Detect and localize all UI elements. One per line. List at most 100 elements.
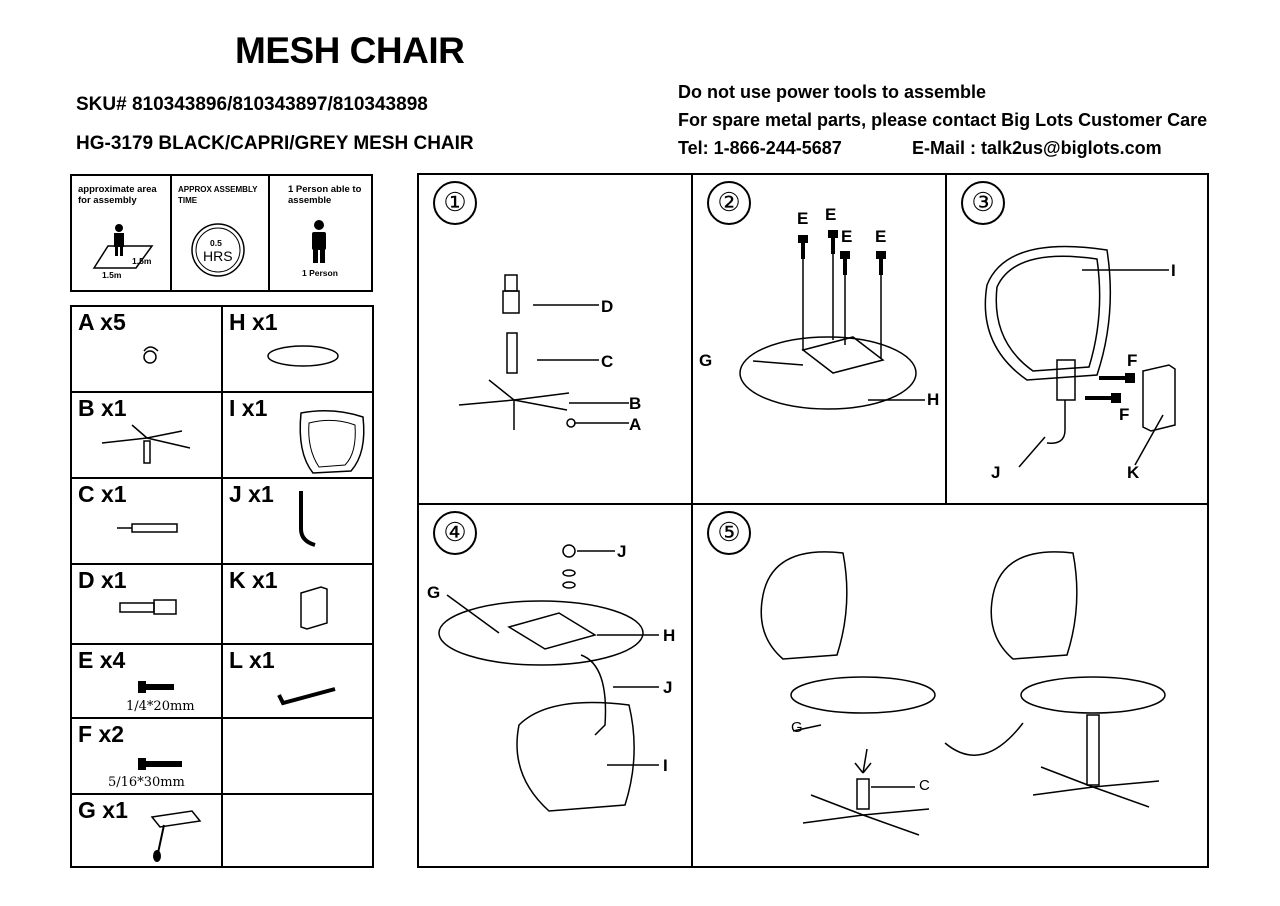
mechanism-icon xyxy=(150,810,202,862)
step-5: ⑤ G C xyxy=(693,505,1207,866)
label-j: J xyxy=(617,542,627,561)
part-label: E x4 xyxy=(78,647,126,673)
part-label: H x1 xyxy=(229,309,278,335)
step-2-illustration xyxy=(739,230,925,410)
step-5-illustration xyxy=(760,551,1166,836)
backrest-icon xyxy=(299,410,365,474)
part-size: 5/16*30mm xyxy=(108,775,185,790)
label-b: B xyxy=(629,394,642,413)
part-cell-b: B x1 xyxy=(72,393,223,479)
step-1: ① D C B A xyxy=(419,175,693,505)
label-g: G xyxy=(791,719,803,736)
caster-icon xyxy=(143,346,159,364)
part-label: L x1 xyxy=(229,647,275,673)
step-3-illustration xyxy=(984,245,1176,468)
label-f: F xyxy=(1119,405,1130,424)
spare-parts-note: For spare metal parts, please contact Bi… xyxy=(678,110,1208,130)
back-bracket-icon xyxy=(299,491,316,547)
part-label: G x1 xyxy=(78,797,128,823)
part-cell-f: F x2 5/16*30mm xyxy=(72,719,223,795)
step-2: ② E E E E G H xyxy=(693,175,947,505)
label-e: E xyxy=(841,227,853,246)
step-number: ⑤ xyxy=(707,511,751,555)
part-cell-empty-2 xyxy=(223,795,372,866)
part-label: B x1 xyxy=(78,395,127,421)
label-e: E xyxy=(797,209,809,228)
part-label: D x1 xyxy=(78,567,127,593)
area-person-icon xyxy=(92,224,154,269)
label-k: K xyxy=(1127,463,1140,482)
label-h: H xyxy=(663,626,676,645)
sku-line: SKU# 810343896/810343897/810343898 xyxy=(76,94,428,115)
bolt-f-icon xyxy=(138,758,182,770)
model-line: HG-3179 BLACK/CAPRI/GREY MESH CHAIR xyxy=(76,133,474,154)
parts-list: A x5 H x1 B x1 I x1 C x1 xyxy=(70,305,374,868)
area-label: approximate area for assembly xyxy=(78,184,157,206)
area-box: approximate area for assembly 1.5m 1.5m xyxy=(72,176,172,290)
step-number: ① xyxy=(433,181,477,225)
clock-icon xyxy=(191,223,245,277)
step-1-illustration xyxy=(458,274,629,430)
step-4: ④ J G H J I xyxy=(419,505,693,866)
assembly-steps: ① D C B A ② xyxy=(417,173,1209,868)
part-cell-d: D x1 xyxy=(72,565,223,645)
gas-lift-icon xyxy=(117,523,178,533)
area-dim-2: 1.5m xyxy=(102,270,122,280)
label-a: A xyxy=(629,415,642,434)
step-number: ② xyxy=(707,181,751,225)
time-label: APPROX ASSEMBLY TIME xyxy=(178,185,258,205)
person-value: 1 Person xyxy=(302,268,338,278)
part-cell-empty-1 xyxy=(223,719,372,795)
step-number: ④ xyxy=(433,511,477,555)
label-c: C xyxy=(601,352,614,371)
bracket-cover-icon xyxy=(300,586,328,630)
part-label: C x1 xyxy=(78,481,127,507)
step-3: ③ I F F J K xyxy=(947,175,1207,505)
bolt-e-icon xyxy=(138,681,174,693)
part-cell-j: J x1 xyxy=(223,479,372,565)
time-box: APPROX ASSEMBLY TIME 0.5 HRS xyxy=(172,176,270,290)
label-e: E xyxy=(825,205,837,224)
label-i: I xyxy=(1171,261,1176,280)
part-label: I x1 xyxy=(229,395,268,421)
part-cell-k: K x1 xyxy=(223,565,372,645)
part-label: A x5 xyxy=(78,309,126,335)
part-cell-e: E x4 1/4*20mm xyxy=(72,645,223,719)
label-g: G xyxy=(427,583,441,602)
part-label: J x1 xyxy=(229,481,274,507)
step-4-illustration xyxy=(438,544,659,812)
step-number: ③ xyxy=(961,181,1005,225)
area-dim-1: 1.5m xyxy=(132,256,152,266)
part-cell-i: I x1 xyxy=(223,393,372,479)
power-tools-note: Do not use power tools to assemble xyxy=(678,82,987,102)
seat-icon xyxy=(267,345,339,367)
label-j: J xyxy=(991,463,1001,482)
label-e: E xyxy=(875,227,887,246)
time-value: 0.5 xyxy=(210,238,222,248)
page-title: MESH CHAIR xyxy=(235,30,465,71)
allen-key-icon xyxy=(277,687,336,706)
telephone: Tel: 1-866-244-5687 xyxy=(678,138,842,158)
part-cell-a: A x5 xyxy=(72,307,223,393)
part-cell-g: G x1 xyxy=(72,795,223,866)
assembly-info-boxes: approximate area for assembly 1.5m 1.5m … xyxy=(70,174,373,292)
person-label: 1 Person able to assemble xyxy=(288,184,362,206)
cover-icon xyxy=(119,599,177,615)
part-cell-l: L x1 xyxy=(223,645,372,719)
part-cell-h: H x1 xyxy=(223,307,372,393)
label-c: C xyxy=(919,777,930,794)
label-i: I xyxy=(663,756,668,775)
part-size: 1/4*20mm xyxy=(126,699,195,714)
label-g: G xyxy=(699,351,713,370)
part-cell-c: C x1 xyxy=(72,479,223,565)
part-label: K x1 xyxy=(229,567,278,593)
person-icon xyxy=(312,220,326,263)
part-label: F x2 xyxy=(78,721,125,747)
email: E-Mail : talk2us@biglots.com xyxy=(912,138,1162,158)
label-j: J xyxy=(663,678,673,697)
label-d: D xyxy=(601,297,614,316)
person-box: 1 Person able to assemble 1 Person xyxy=(270,176,371,290)
base-icon xyxy=(101,424,191,464)
label-f: F xyxy=(1127,351,1138,370)
label-h: H xyxy=(927,390,940,409)
